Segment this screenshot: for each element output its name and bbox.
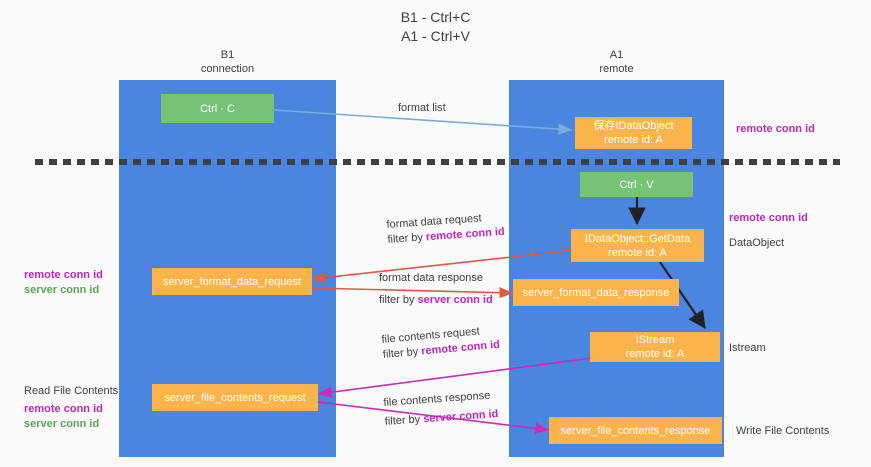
- node-ctrl-c[interactable]: Ctrl · C: [161, 94, 274, 123]
- lane-header-b1: B1 connection: [119, 48, 336, 76]
- edge-label-format-list: format list: [398, 101, 446, 116]
- phase-divider: [35, 159, 840, 165]
- edge-label-format-data-response-line2: filter by server conn id: [379, 293, 493, 308]
- node-save-idataobject[interactable]: 保存IDataObject remote id: A: [575, 117, 692, 149]
- node-istream-line2: remote id: A: [625, 348, 685, 360]
- edge-label-file-contents-response-key: server conn id: [422, 408, 499, 426]
- node-server-format-data-request[interactable]: server_format_data_request: [152, 268, 312, 295]
- lane-header-b1-name: B1: [220, 49, 235, 61]
- node-server-file-contents-response[interactable]: server_file_contents_response: [549, 417, 722, 444]
- edge-label-format-data-response: format data response filter by server co…: [379, 271, 493, 308]
- edge-label-format-data-response-prefix: filter by: [379, 294, 418, 306]
- connector-format-data-request: [311, 249, 576, 284]
- node-ctrl-v-label: Ctrl · V: [619, 178, 654, 191]
- annotation-left-remote-conn-id-1: remote conn id: [24, 269, 103, 281]
- edge-label-file-contents-request-prefix: filter by: [382, 345, 422, 361]
- connector-format-data-response: [311, 287, 514, 299]
- title-line-2: A1 - Ctrl+V: [401, 28, 470, 44]
- edge-label-file-contents-response-prefix: filter by: [384, 413, 424, 428]
- node-idataobject-getdata[interactable]: IDataObject::GetData remote id: A: [571, 229, 704, 262]
- annotation-left-server-conn-id-2: server conn id: [24, 418, 100, 430]
- annotation-istream: Istream: [729, 342, 766, 354]
- annotation-read-file-contents: Read File Contents: [24, 385, 119, 397]
- lane-header-a1-name: A1: [609, 49, 624, 61]
- node-istream[interactable]: IStream remote id: A: [590, 332, 720, 362]
- node-save-idataobject-line1: 保存IDataObject: [593, 120, 674, 132]
- edge-label-format-data-response-line1: format data response: [379, 272, 483, 284]
- annotation-dataobject: DataObject: [729, 237, 785, 249]
- annotation-remote-conn-id-mid: remote conn id: [729, 212, 808, 224]
- edge-label-format-data-response-key: server conn id: [417, 294, 493, 306]
- node-server-file-contents-request[interactable]: server_file_contents_request: [152, 384, 318, 411]
- annotation-left-remote-conn-id-2: remote conn id: [24, 403, 103, 415]
- connector-file-contents-request: [317, 357, 593, 398]
- connector-file-contents-response: [317, 401, 550, 434]
- lane-header-b1-sub: connection: [200, 63, 255, 75]
- diagram-title: B1 - Ctrl+C A1 - Ctrl+V: [0, 8, 871, 46]
- edge-label-format-list-text: format list: [398, 102, 446, 114]
- node-getdata-line2: remote id: A: [608, 246, 667, 259]
- title-line-1: B1 - Ctrl+C: [400, 9, 471, 25]
- annotation-left-server-conn-id-1: server conn id: [24, 284, 100, 296]
- lane-header-a1: A1 remote: [509, 48, 724, 76]
- annotation-remote-conn-id-top: remote conn id: [736, 123, 815, 135]
- node-save-idataobject-line2: remote id: A: [604, 134, 663, 146]
- connector-format-list: [273, 109, 573, 135]
- connector-getdata-to-istream: [659, 261, 706, 329]
- node-getdata-line1: IDataObject::GetData: [584, 232, 691, 245]
- node-server-file-contents-request-label: server_file_contents_request: [164, 391, 306, 404]
- node-server-file-contents-response-label: server_file_contents_response: [560, 424, 711, 437]
- lane-header-a1-sub: remote: [599, 63, 634, 75]
- node-ctrl-c-label: Ctrl · C: [200, 102, 235, 115]
- node-server-format-data-request-label: server_format_data_request: [162, 275, 302, 288]
- edge-label-format-data-request-prefix: filter by: [387, 231, 427, 246]
- node-server-format-data-response[interactable]: server_format_data_response: [513, 279, 679, 306]
- node-istream-line1: IStream: [635, 334, 675, 346]
- node-server-format-data-response-label: server_format_data_response: [522, 286, 670, 299]
- node-ctrl-v[interactable]: Ctrl · V: [580, 172, 693, 197]
- annotation-write-file-contents: Write File Contents: [736, 425, 830, 437]
